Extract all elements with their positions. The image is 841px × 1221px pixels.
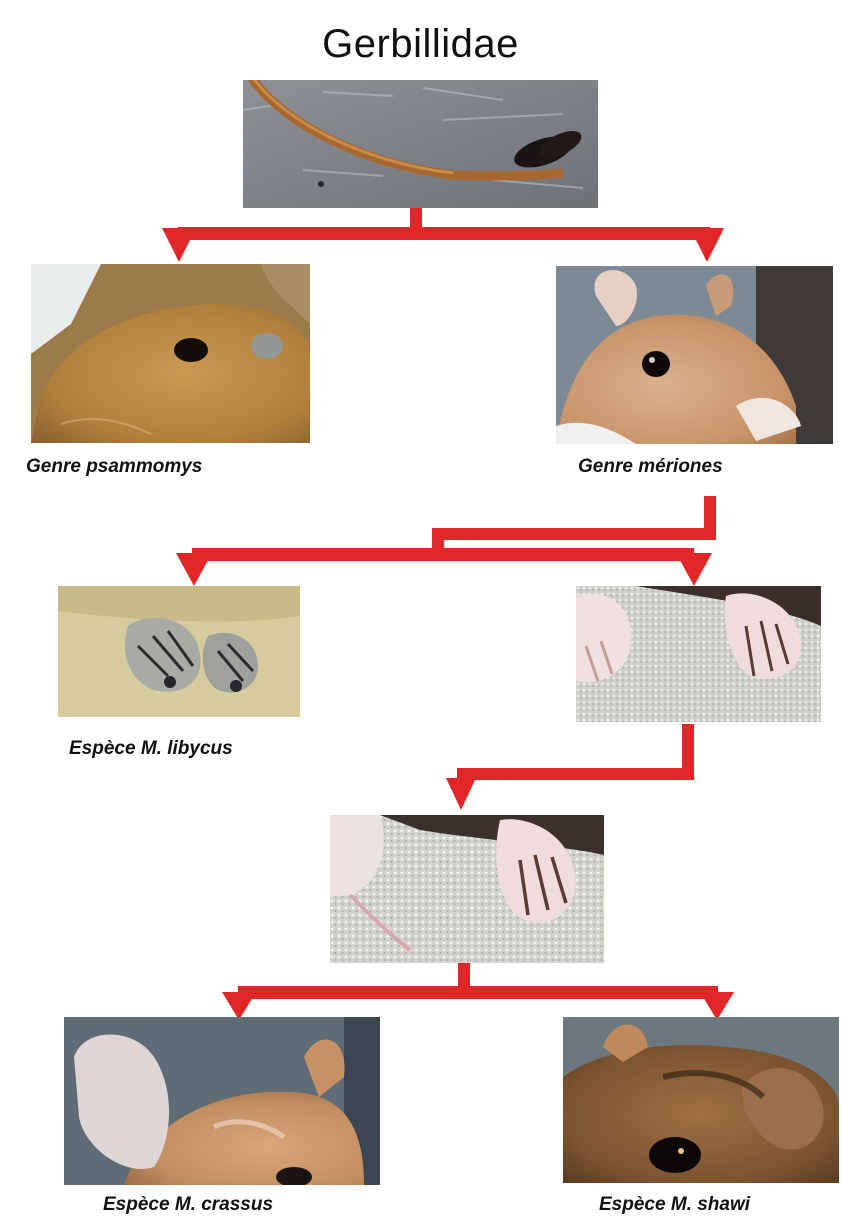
arrow-crassus xyxy=(222,992,256,1020)
crassus-ear-photo xyxy=(64,1017,380,1185)
meriones-head-photo xyxy=(556,266,833,444)
arrow-closeup xyxy=(446,778,476,810)
arrow-meriones-paws xyxy=(676,553,712,586)
label-genre-meriones: Genre mériones xyxy=(578,456,723,478)
arrow-psammomys xyxy=(162,228,196,262)
arrow-meriones xyxy=(690,228,724,262)
label-espece-libycus: Espèce M. libycus xyxy=(69,738,233,760)
paws-closeup-photo xyxy=(330,815,604,963)
meriones-paws-photo xyxy=(576,586,821,722)
label-espece-shawi: Espèce M. shawi xyxy=(599,1194,750,1216)
arrow-libycus xyxy=(176,553,212,586)
label-genre-psammomys: Genre psammomys xyxy=(26,456,202,478)
tail-photo xyxy=(243,80,598,208)
libycus-paws-photo xyxy=(58,586,300,717)
arrow-shawi xyxy=(700,992,734,1020)
psammomys-head-photo xyxy=(31,264,310,443)
shawi-ear-photo xyxy=(563,1017,839,1183)
label-espece-crassus: Espèce M. crassus xyxy=(103,1194,273,1216)
